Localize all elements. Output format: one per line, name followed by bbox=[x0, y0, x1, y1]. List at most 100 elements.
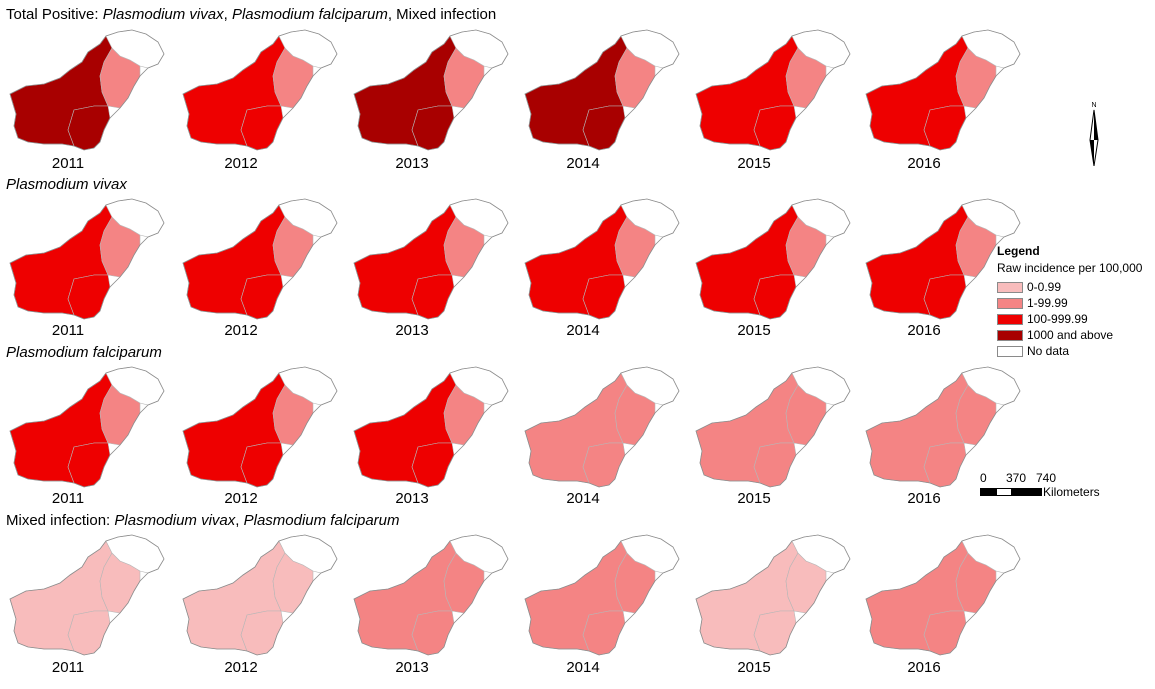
section-title-part: Plasmodium vivax bbox=[114, 512, 236, 529]
country-outline bbox=[865, 29, 1021, 151]
map-year-label: 2014 bbox=[566, 155, 600, 172]
country-outline bbox=[524, 198, 680, 320]
pakistan-district-map bbox=[182, 29, 338, 151]
section-title-part: , bbox=[235, 512, 244, 529]
map-year-label: 2016 bbox=[907, 322, 941, 339]
legend-label: 100-999.99 bbox=[1027, 312, 1088, 326]
region-south bbox=[67, 442, 111, 488]
legend-item-3: 1000 and above bbox=[997, 327, 1142, 343]
map-year-label: 2013 bbox=[395, 155, 429, 172]
pakistan-district-map bbox=[182, 198, 338, 320]
region-south bbox=[240, 105, 284, 151]
pakistan-district-map bbox=[182, 366, 338, 488]
country-outline bbox=[182, 198, 338, 320]
pakistan-district-map bbox=[9, 534, 165, 656]
legend-item-1: 1-99.99 bbox=[997, 295, 1142, 311]
pakistan-district-map bbox=[524, 366, 680, 488]
region-south bbox=[411, 442, 455, 488]
map-panel: 2015 bbox=[694, 363, 864, 521]
country-outline bbox=[353, 366, 509, 488]
country-outline bbox=[695, 29, 851, 151]
region-south bbox=[923, 105, 967, 151]
country-outline bbox=[353, 534, 509, 656]
map-panel: 2014 bbox=[523, 363, 693, 521]
legend-label: No data bbox=[1027, 344, 1070, 358]
pakistan-district-map bbox=[524, 534, 680, 656]
map-panel: 2011 bbox=[8, 363, 178, 521]
map-panel: 2015 bbox=[694, 195, 864, 353]
country-outline bbox=[9, 366, 165, 488]
map-panel: 2016 bbox=[864, 195, 1034, 353]
region-south bbox=[582, 442, 626, 488]
region-south bbox=[240, 610, 284, 656]
map-year-label: 2016 bbox=[907, 490, 941, 507]
map-year-label: 2015 bbox=[737, 155, 771, 172]
region-south bbox=[67, 274, 111, 320]
legend-item-2: 100-999.99 bbox=[997, 311, 1142, 327]
region-south bbox=[753, 610, 797, 656]
map-panel: 2013 bbox=[352, 195, 522, 353]
pakistan-district-map bbox=[524, 29, 680, 151]
map-panel: 2013 bbox=[352, 531, 522, 689]
region-south bbox=[411, 105, 455, 151]
map-panel: 2014 bbox=[523, 195, 693, 353]
section-title-1: Plasmodium vivax bbox=[6, 176, 127, 193]
section-title-part: Plasmodium falciparum bbox=[243, 512, 400, 529]
section-title-0: Total Positive: Plasmodium vivax, Plasmo… bbox=[6, 6, 496, 23]
map-year-label: 2016 bbox=[907, 155, 941, 172]
legend-swatch bbox=[997, 297, 1023, 309]
map-panel: 2013 bbox=[352, 26, 522, 184]
pakistan-district-map bbox=[865, 198, 1021, 320]
legend-label: 0-0.99 bbox=[1027, 280, 1062, 294]
legend-item-0: 0-0.99 bbox=[997, 279, 1142, 295]
region-south bbox=[411, 274, 455, 320]
pakistan-district-map bbox=[9, 198, 165, 320]
region-south bbox=[67, 610, 111, 656]
section-title-part: Mixed infection: bbox=[6, 512, 115, 529]
map-year-label: 2011 bbox=[51, 322, 85, 339]
map-panel: 2013 bbox=[352, 363, 522, 521]
scale-tick-1: 370 bbox=[1006, 471, 1027, 485]
map-panel: 2015 bbox=[694, 531, 864, 689]
region-south bbox=[582, 105, 626, 151]
pakistan-district-map bbox=[865, 534, 1021, 656]
map-panel: 2015 bbox=[694, 26, 864, 184]
map-year-label: 2015 bbox=[737, 659, 771, 676]
country-outline bbox=[524, 534, 680, 656]
region-south bbox=[582, 610, 626, 656]
map-year-label: 2015 bbox=[737, 322, 771, 339]
map-panel: 2012 bbox=[181, 195, 351, 353]
map-panel: 2012 bbox=[181, 531, 351, 689]
country-outline bbox=[9, 534, 165, 656]
country-outline bbox=[9, 29, 165, 151]
legend-swatch bbox=[997, 329, 1023, 341]
region-south bbox=[411, 610, 455, 656]
scale-bar: 0 370 740 Kilometers bbox=[980, 471, 1110, 499]
map-panel: 2016 bbox=[864, 26, 1034, 184]
region-south bbox=[240, 274, 284, 320]
map-panel: 2011 bbox=[8, 195, 178, 353]
north-arrow-icon: N bbox=[1089, 102, 1099, 166]
section-title-part: Plasmodium falciparum bbox=[231, 6, 388, 23]
pakistan-district-map bbox=[865, 366, 1021, 488]
country-outline bbox=[865, 366, 1021, 488]
map-year-label: 2012 bbox=[224, 322, 258, 339]
map-year-label: 2014 bbox=[566, 659, 600, 676]
map-year-label: 2012 bbox=[224, 659, 258, 676]
section-title-part: Total Positive: bbox=[6, 6, 103, 23]
pakistan-district-map bbox=[695, 198, 851, 320]
region-south bbox=[923, 610, 967, 656]
legend-subtitle: Raw incidence per 100,000 bbox=[997, 261, 1143, 275]
legend-title: Legend bbox=[997, 244, 1040, 258]
map-year-label: 2012 bbox=[224, 490, 258, 507]
legend-label: 1000 and above bbox=[1027, 328, 1114, 342]
country-outline bbox=[524, 366, 680, 488]
country-outline bbox=[865, 534, 1021, 656]
map-year-label: 2013 bbox=[395, 490, 429, 507]
map-panel: 2012 bbox=[181, 26, 351, 184]
section-title-3: Mixed infection: Plasmodium vivax, Plasm… bbox=[6, 512, 400, 529]
country-outline bbox=[524, 29, 680, 151]
map-year-label: 2015 bbox=[737, 490, 771, 507]
map-year-label: 2012 bbox=[224, 155, 258, 172]
map-panel: 2011 bbox=[8, 531, 178, 689]
